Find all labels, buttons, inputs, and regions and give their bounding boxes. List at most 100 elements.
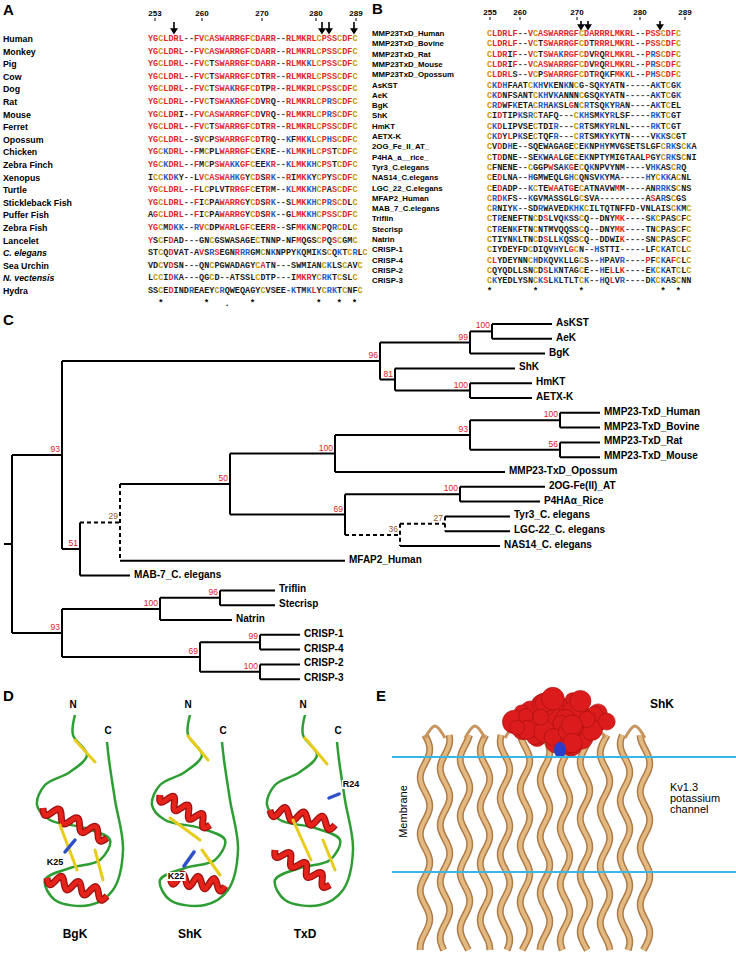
residue: W bbox=[296, 261, 301, 271]
side-chain bbox=[65, 840, 75, 852]
residue: C bbox=[158, 248, 163, 258]
residue: C bbox=[158, 286, 163, 296]
residue: D bbox=[342, 110, 347, 120]
residue: C bbox=[686, 214, 691, 224]
residue: F bbox=[507, 91, 512, 101]
residue: R bbox=[502, 60, 507, 70]
residue: C bbox=[487, 235, 492, 245]
residue: L bbox=[179, 160, 184, 170]
residue: T bbox=[209, 72, 214, 82]
residue: A bbox=[225, 97, 230, 107]
residue: V bbox=[199, 59, 204, 69]
residue: G bbox=[286, 210, 291, 220]
residue: R bbox=[651, 122, 656, 132]
residue: A bbox=[240, 261, 245, 271]
residue: C bbox=[317, 135, 322, 145]
residue: E bbox=[255, 147, 260, 157]
residue: A bbox=[553, 70, 558, 80]
residue: - bbox=[225, 273, 230, 283]
residue: T bbox=[235, 273, 240, 283]
tick-mark bbox=[262, 18, 263, 21]
channel-helix bbox=[640, 735, 650, 950]
residue: F bbox=[194, 185, 199, 195]
residue: N bbox=[507, 235, 512, 245]
sequence: ICCKDKY--LVCASWAHKGYCDSRK--RIMKKYCPYSCDF… bbox=[148, 174, 357, 183]
residue: C bbox=[363, 248, 368, 258]
sequence: LCCIDKA---QGCD--ATSSLCDTP---IMKRYCRKTCSL… bbox=[148, 274, 357, 283]
residue: - bbox=[189, 59, 194, 69]
residue: K bbox=[163, 173, 168, 183]
residue: C bbox=[533, 184, 538, 194]
residue: N bbox=[266, 248, 271, 258]
residue: - bbox=[189, 135, 194, 145]
residue: - bbox=[630, 235, 635, 245]
residue: Y bbox=[148, 223, 153, 233]
residue: T bbox=[260, 236, 265, 246]
residue: G bbox=[245, 236, 250, 246]
residue: - bbox=[640, 214, 645, 224]
residue: - bbox=[184, 47, 189, 57]
residue: C bbox=[352, 59, 357, 69]
residue: T bbox=[492, 153, 497, 163]
residue: - bbox=[635, 50, 640, 60]
residue: C bbox=[357, 261, 362, 271]
residue: - bbox=[518, 163, 523, 173]
residue: N bbox=[620, 81, 625, 91]
residue: P bbox=[209, 210, 214, 220]
residue: D bbox=[342, 223, 347, 233]
residue: C bbox=[487, 122, 492, 132]
residue: K bbox=[620, 235, 625, 245]
residue: - bbox=[276, 72, 281, 82]
residue: - bbox=[635, 122, 640, 132]
residue: I bbox=[179, 110, 184, 120]
residue: K bbox=[553, 91, 558, 101]
residue: C bbox=[204, 110, 209, 120]
residue: F bbox=[291, 135, 296, 145]
residue: M bbox=[296, 59, 301, 69]
sequence-name: CRISP-4 bbox=[372, 257, 403, 265]
residue: C bbox=[337, 198, 342, 208]
sequence-name: ShK bbox=[372, 112, 388, 120]
residue: F bbox=[347, 135, 352, 145]
residue: F bbox=[347, 47, 352, 57]
residue: L bbox=[502, 173, 507, 183]
residue: C bbox=[533, 122, 538, 132]
residue: K bbox=[599, 122, 604, 132]
residue: L bbox=[594, 204, 599, 214]
residue: S bbox=[332, 59, 337, 69]
residue: R bbox=[564, 29, 569, 39]
residue: N bbox=[589, 153, 594, 163]
tree-branch bbox=[120, 560, 345, 562]
residue: C bbox=[158, 47, 163, 57]
residue: R bbox=[174, 210, 179, 220]
sequence-name: NAS14_C.elegans bbox=[372, 174, 438, 182]
residue: K bbox=[271, 210, 276, 220]
residue: A bbox=[225, 210, 230, 220]
species-name: Puffer Fish bbox=[3, 211, 49, 220]
residue: L bbox=[553, 235, 558, 245]
residue: N bbox=[179, 286, 184, 296]
residue: - bbox=[281, 84, 286, 94]
residue: T bbox=[661, 122, 666, 132]
residue: - bbox=[635, 132, 640, 142]
residue: G bbox=[240, 47, 245, 57]
residue: Q bbox=[271, 135, 276, 145]
residue: E bbox=[569, 142, 574, 152]
residue: A bbox=[260, 261, 265, 271]
residue: K bbox=[676, 204, 681, 214]
residue: R bbox=[286, 84, 291, 94]
residue: C bbox=[250, 59, 255, 69]
residue: F bbox=[347, 84, 352, 94]
residue: - bbox=[564, 132, 569, 142]
residue: D bbox=[342, 34, 347, 44]
residue: Q bbox=[594, 81, 599, 91]
residue: D bbox=[168, 286, 173, 296]
residue: G bbox=[676, 132, 681, 142]
residue: W bbox=[610, 184, 615, 194]
disulfide-bond bbox=[323, 840, 335, 870]
residue: R bbox=[528, 111, 533, 121]
residue: Q bbox=[327, 223, 332, 233]
residue: C bbox=[352, 97, 357, 107]
residue: R bbox=[553, 122, 558, 132]
